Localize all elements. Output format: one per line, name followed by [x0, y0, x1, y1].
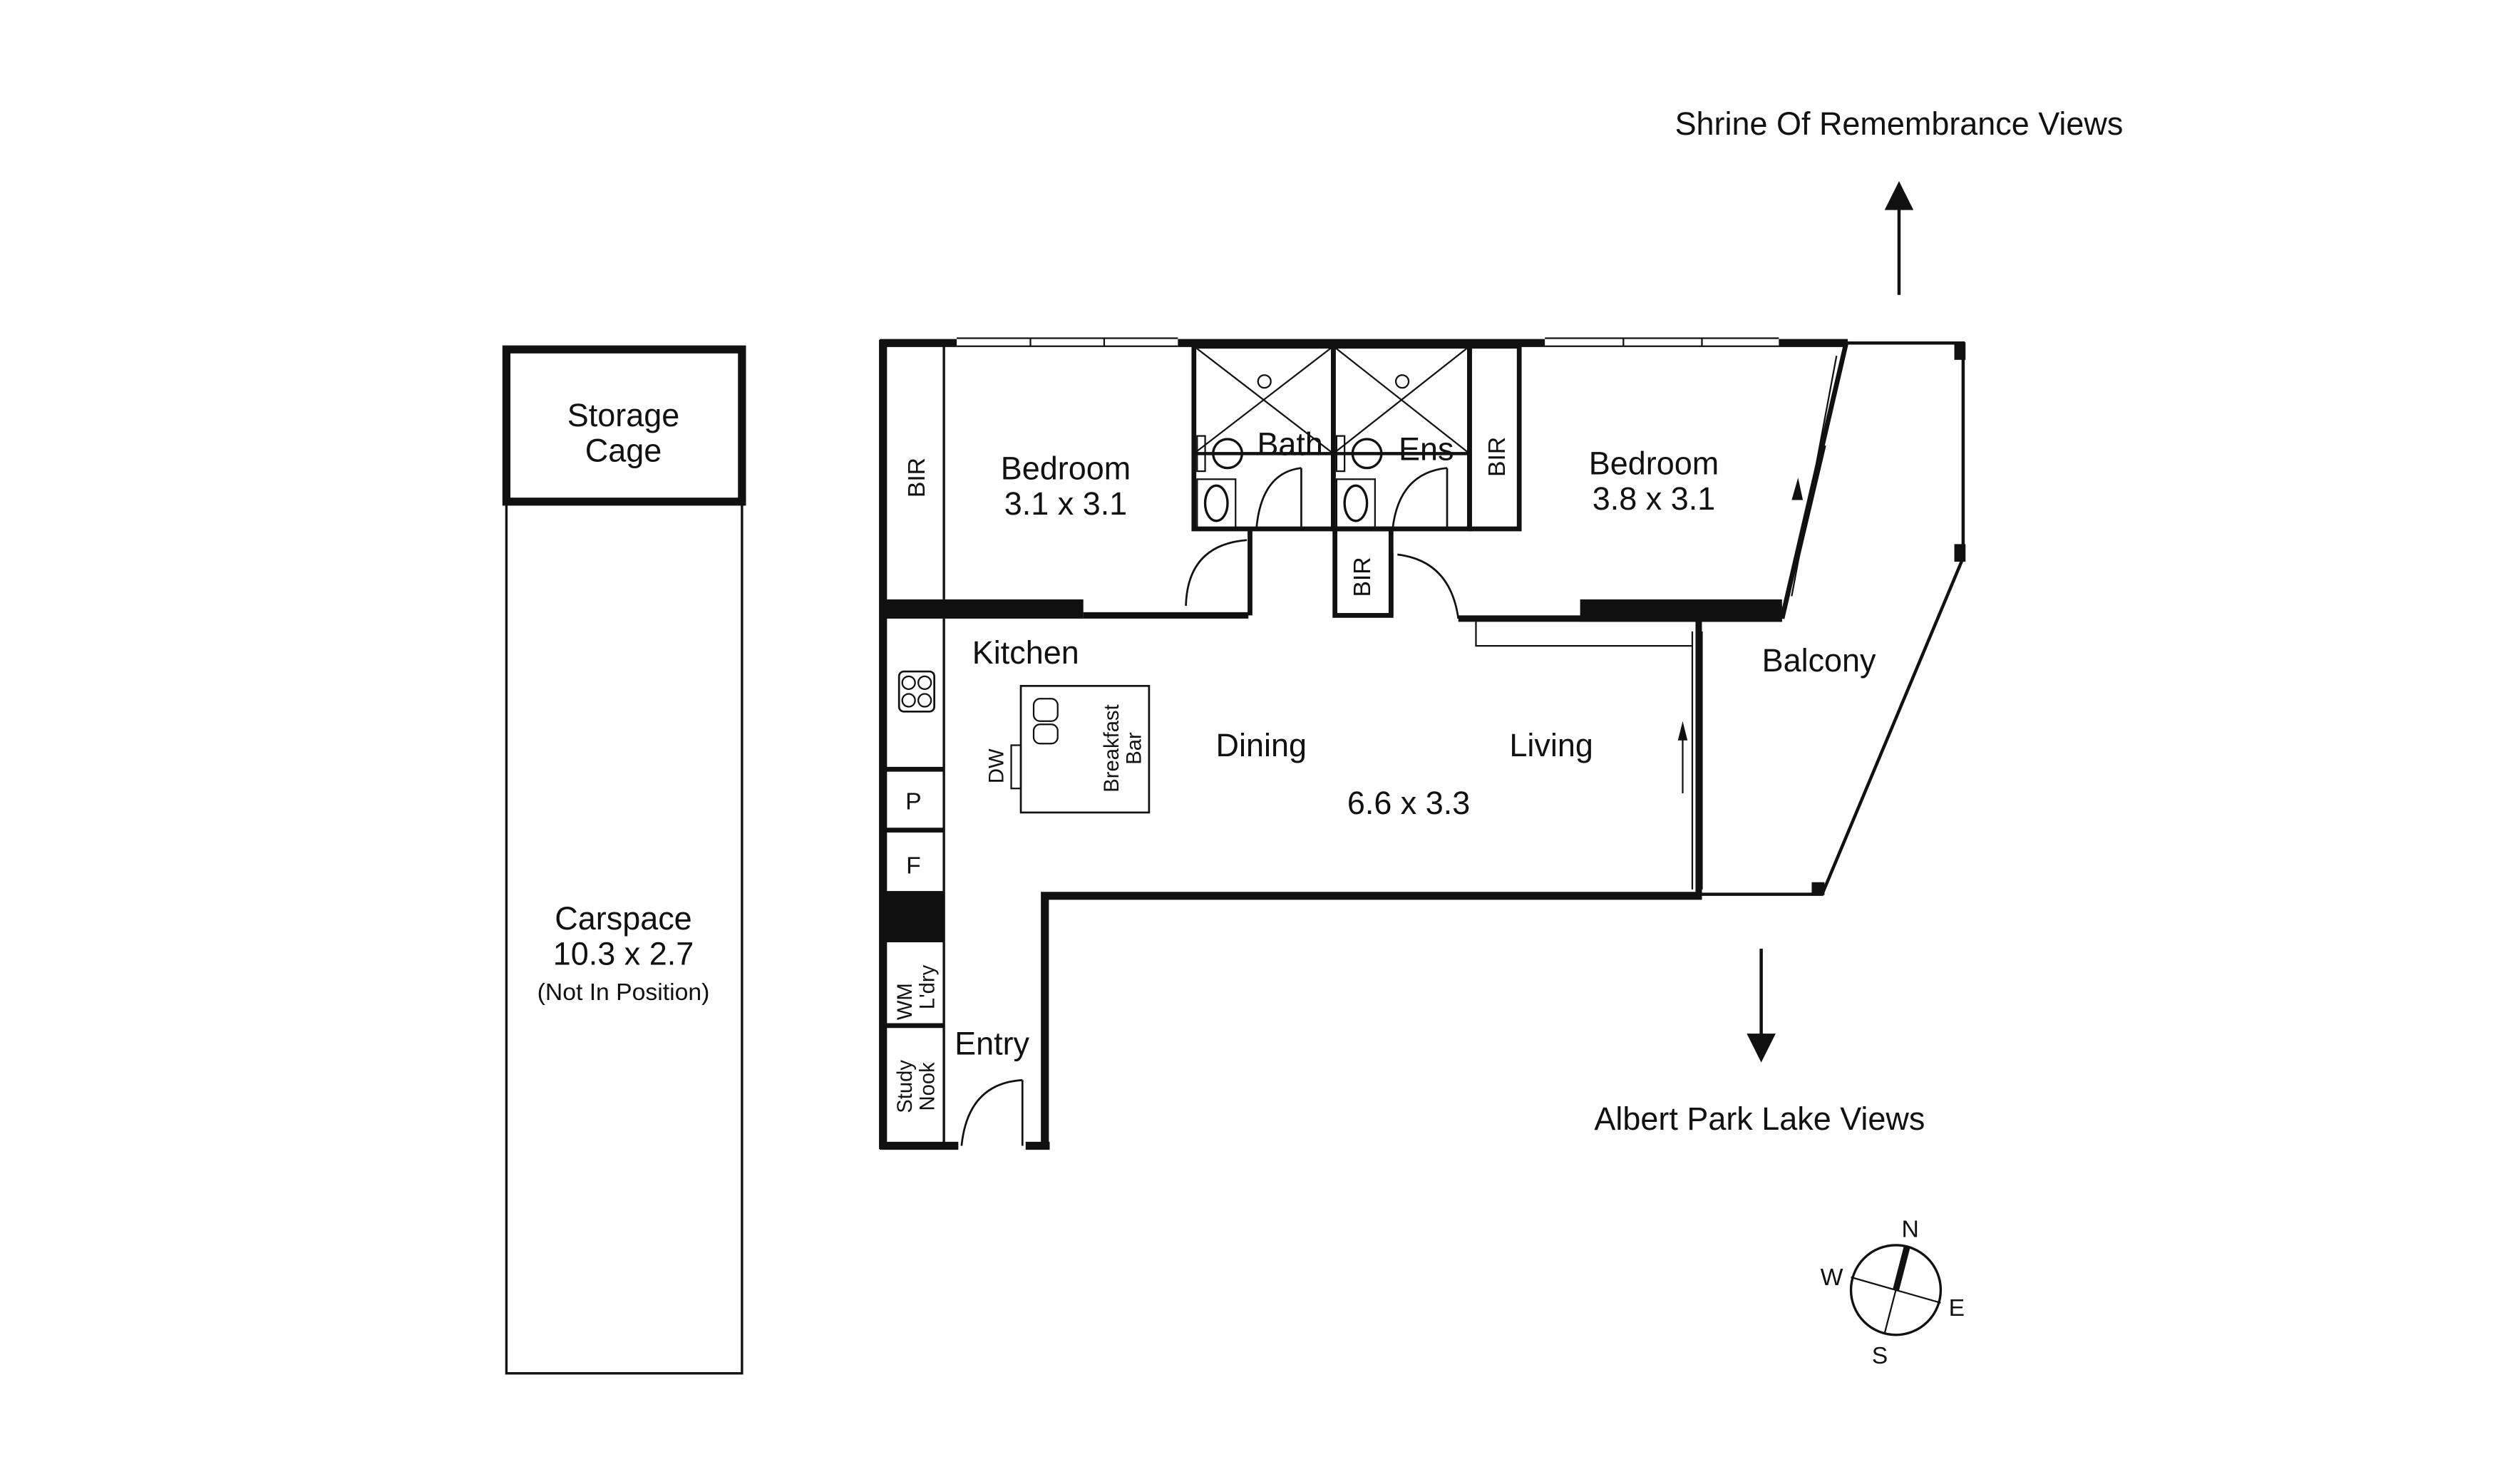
nook-label: Nook: [917, 1062, 940, 1111]
compass-n: N: [1902, 1216, 1919, 1243]
south-view-label: Albert Park Lake Views: [1594, 1101, 1925, 1137]
study-label: Study: [894, 1060, 917, 1113]
carspace: [505, 500, 744, 1375]
wm-label: WM: [894, 983, 917, 1020]
carspace-size: 10.3 x 2.7: [553, 935, 694, 972]
balcony-label: Balcony: [1762, 642, 1876, 679]
compass-icon: [1849, 1244, 1943, 1336]
bedroom2-size: 3.8 x 3.1: [1593, 480, 1715, 517]
pantry-label: P: [905, 788, 922, 815]
storage-label-2: Cage: [585, 433, 662, 469]
carspace-label: Carspace: [555, 900, 691, 937]
storage-label-1: Storage: [567, 397, 679, 433]
bir-label: BIR: [903, 458, 930, 498]
compass-e: E: [1949, 1294, 1965, 1321]
carspace-note: (Not In Position): [537, 979, 710, 1006]
dw-label: DW: [985, 748, 1008, 783]
breakfast-label: Breakfast: [1101, 704, 1123, 792]
bath-label: Bath: [1257, 426, 1322, 463]
slide-arrow-icon: [1677, 721, 1688, 741]
north-arrow-head-icon: [1884, 181, 1914, 210]
walls: [879, 337, 1966, 1150]
bedroom2-label: Bedroom: [1589, 445, 1719, 482]
dining-label: Dining: [1216, 727, 1307, 763]
laundry-label: L'dry: [917, 964, 940, 1009]
bedroom1-size: 3.1 x 3.1: [1004, 485, 1127, 522]
kitchen-label: Kitchen: [972, 634, 1079, 671]
ens-label: Ens: [1399, 431, 1454, 467]
entry-label: Entry: [955, 1025, 1029, 1061]
north-view-label: Shrine Of Remembrance Views: [1675, 105, 2124, 142]
compass-s: S: [1872, 1342, 1888, 1369]
fridge-label: F: [906, 852, 921, 879]
compass-w: W: [1821, 1264, 1843, 1291]
south-arrow-head-icon: [1747, 1034, 1776, 1063]
bir-label: BIR: [1349, 557, 1376, 597]
bar-label: Bar: [1123, 732, 1146, 765]
slide-arrow-icon: [1791, 478, 1804, 500]
bedroom1-label: Bedroom: [1001, 450, 1131, 486]
living-size: 6.6 x 3.3: [1347, 785, 1470, 821]
living-label: Living: [1509, 727, 1593, 763]
bir-label: BIR: [1483, 437, 1511, 477]
